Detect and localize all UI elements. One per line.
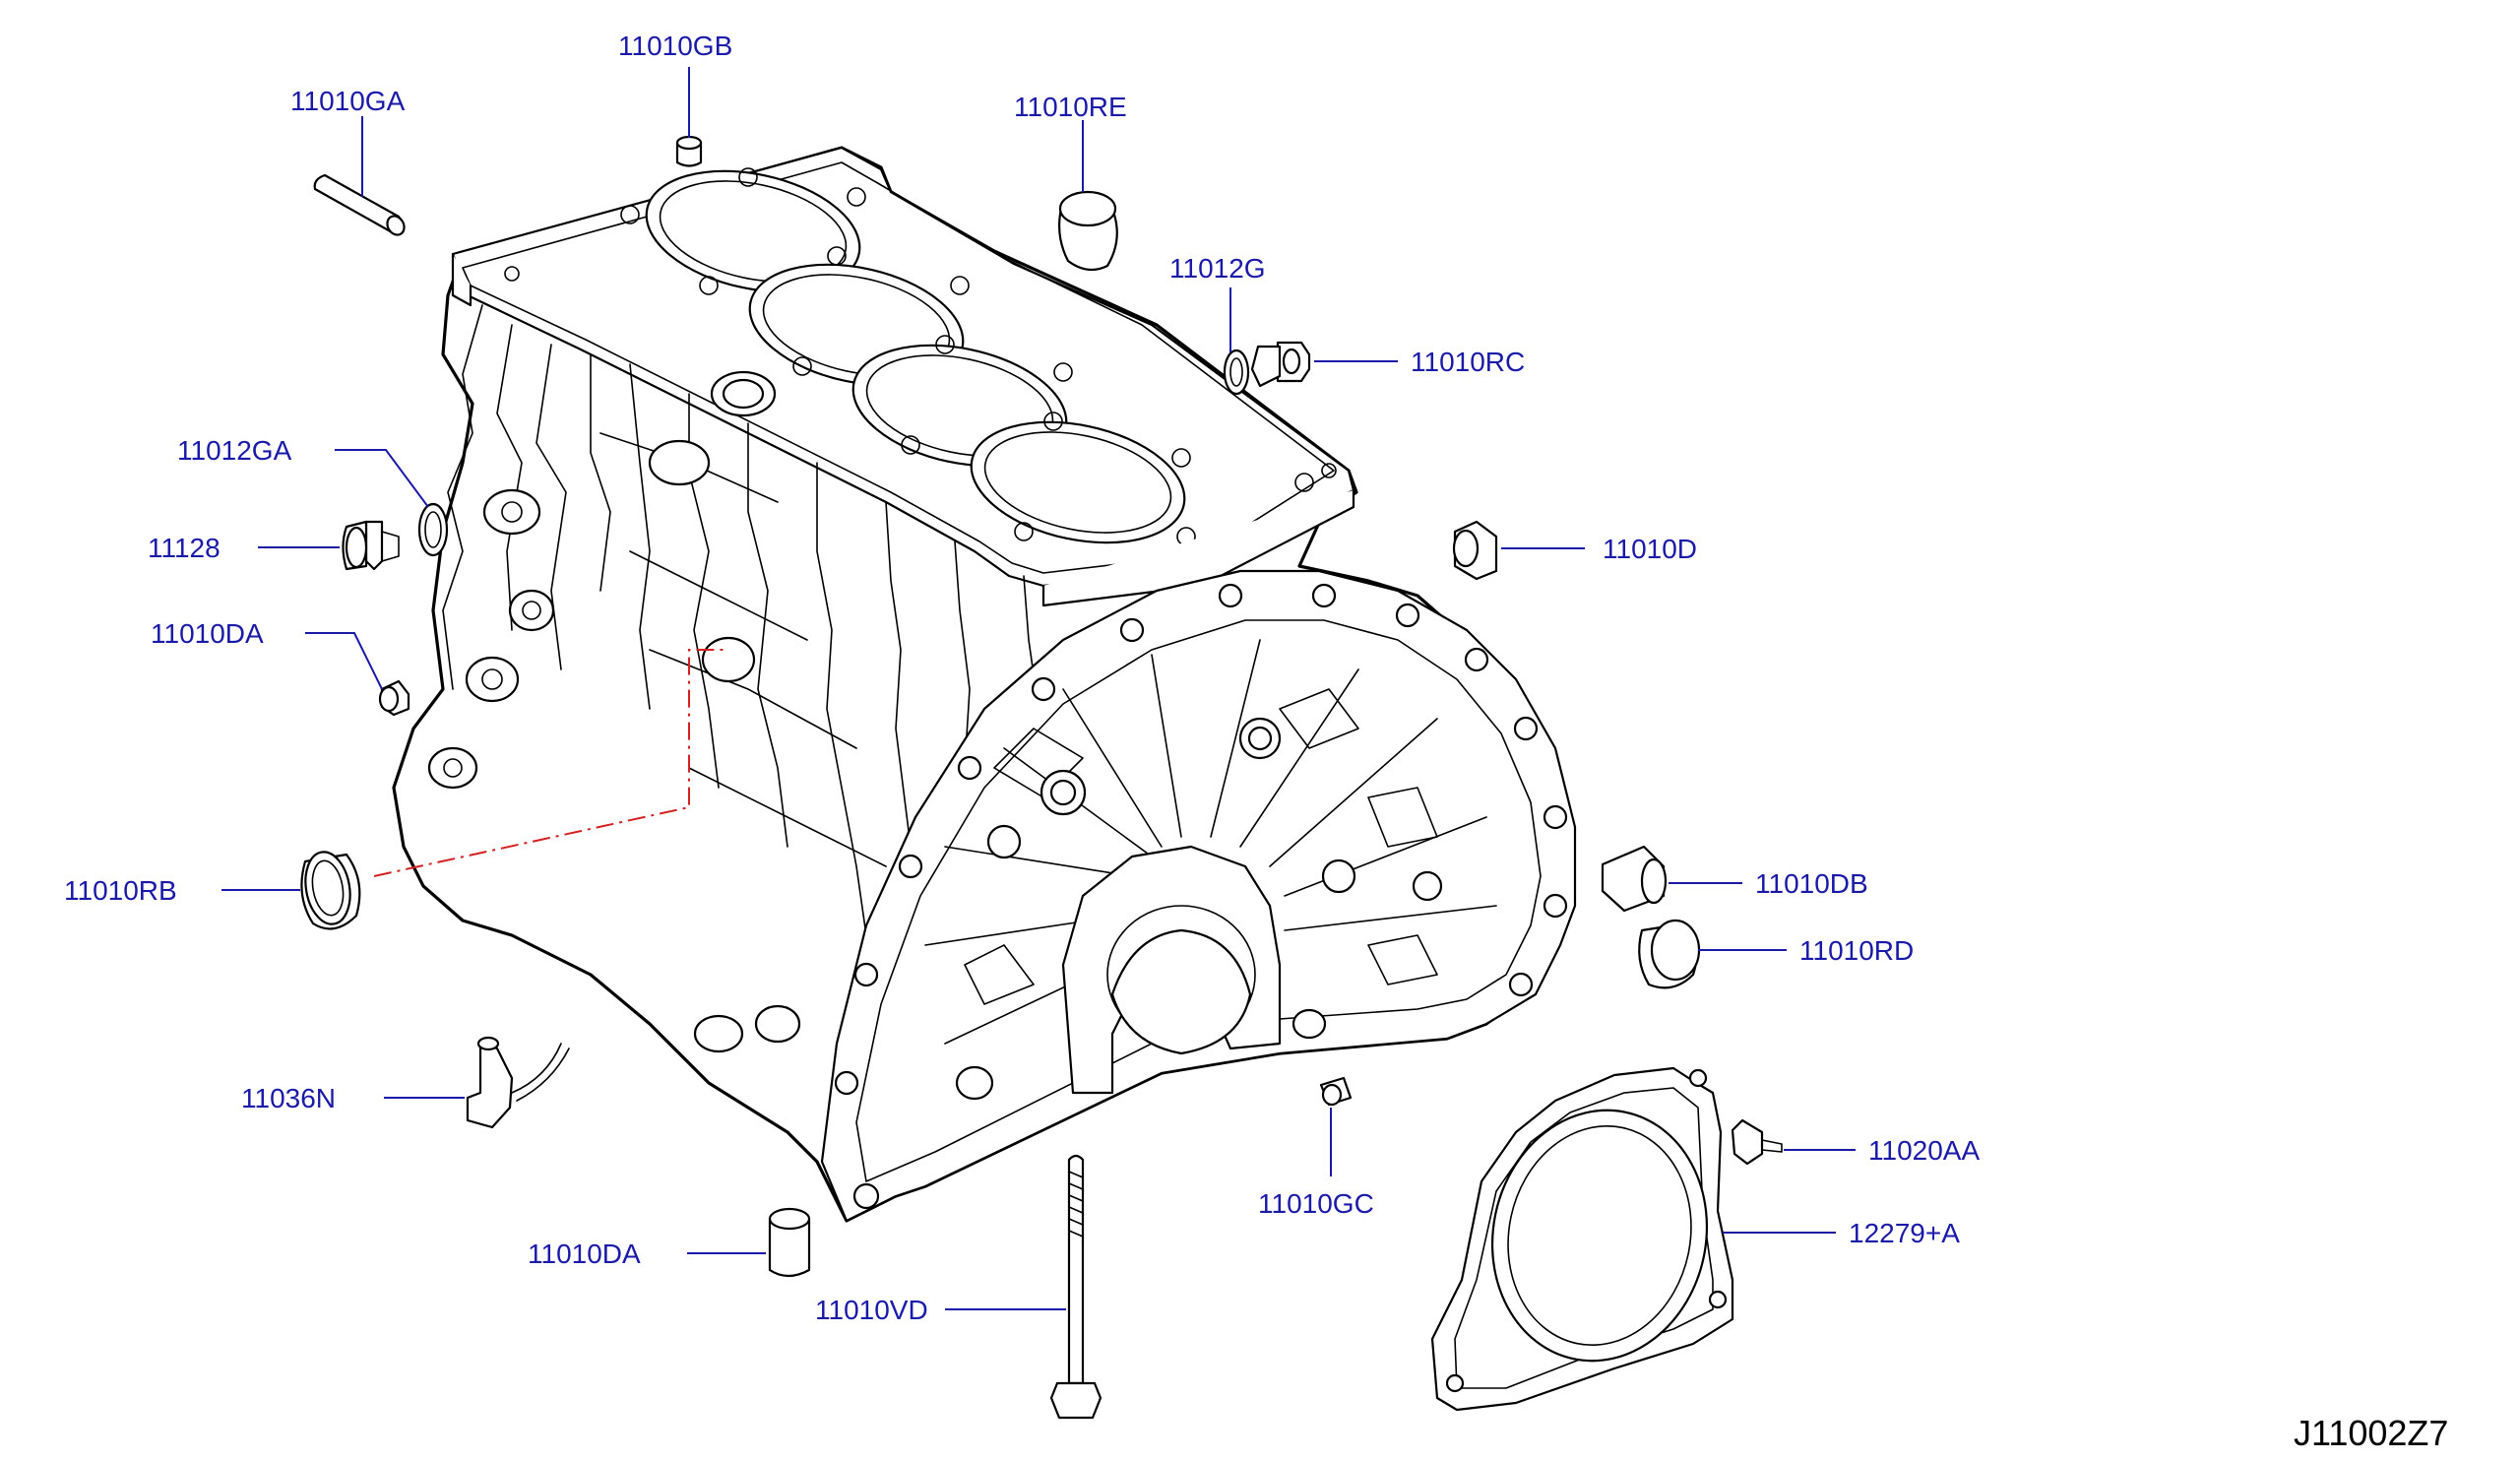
plug-11010re <box>1058 190 1118 272</box>
callout-11010rb: 11010RB <box>64 875 177 906</box>
callout-11010d: 11010D <box>1603 534 1697 564</box>
sensor-11036n <box>466 1036 570 1129</box>
bolt-11020aa <box>1731 1118 1783 1166</box>
drawing-reference: J11002Z7 <box>2294 1413 2448 1453</box>
callout-11128: 11128 <box>148 533 220 563</box>
callout-11010rd: 11010RD <box>1799 935 1914 966</box>
sleeve-11010da-lower <box>768 1207 811 1278</box>
callout-11010gc: 11010GC <box>1258 1188 1374 1219</box>
cylinder-block-illustration <box>373 146 1577 1223</box>
seal-ring-11010rb <box>300 851 361 930</box>
callout-11012ga: 11012GA <box>177 435 292 466</box>
callout-11010re: 11010RE <box>1014 92 1127 122</box>
dowel-sleeve-11010d <box>1452 520 1498 581</box>
washer-11012g <box>1223 349 1250 396</box>
plug-bolt-11010rc <box>1250 341 1311 388</box>
callout-11010ga: 11010GA <box>290 86 406 116</box>
assembly-guide-line <box>373 649 728 877</box>
rear-flange <box>820 569 1577 1223</box>
pin-11010ga <box>313 173 406 236</box>
callout-11010rc: 11010RC <box>1411 347 1525 377</box>
dowel-11010gb <box>675 135 703 167</box>
dowel-11010gc <box>1319 1076 1353 1107</box>
callout-11010da-lower: 11010DA <box>528 1239 641 1269</box>
callout-11010vd: 11010VD <box>815 1295 928 1325</box>
washer-11012ga <box>417 502 449 557</box>
callout-11010db: 11010DB <box>1755 868 1868 899</box>
callout-12279a: 12279+A <box>1849 1218 1960 1248</box>
drain-plug-11128 <box>342 520 400 571</box>
callout-11012g: 11012G <box>1169 253 1266 284</box>
callout-11036n: 11036N <box>241 1083 336 1113</box>
bolt-11010vd <box>1049 1154 1102 1420</box>
leader-lines <box>221 67 1856 1310</box>
cylinder-bore-4 <box>970 420 1186 544</box>
rear-seal-retainer-12279a <box>1430 1066 1734 1412</box>
callout-11010gb: 11010GB <box>618 31 732 61</box>
cylinder-bore-1 <box>645 169 861 293</box>
plug-11010rd <box>1638 919 1701 989</box>
callout-11010da-upper: 11010DA <box>151 618 264 649</box>
sleeve-11010db <box>1601 845 1668 913</box>
dowel-11010da-upper <box>378 679 410 717</box>
callout-11020aa: 11020AA <box>1868 1135 1980 1166</box>
